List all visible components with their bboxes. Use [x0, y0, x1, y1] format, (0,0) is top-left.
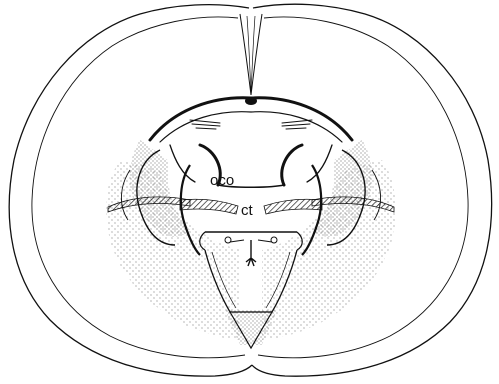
apical-node: [245, 97, 257, 105]
label-ct: ct: [241, 203, 253, 218]
left-bar-inner: [180, 199, 238, 214]
central-frame: [150, 97, 352, 187]
central-ridge: [240, 14, 262, 95]
label-oco: oco: [210, 173, 234, 188]
central-knot: [246, 240, 256, 266]
